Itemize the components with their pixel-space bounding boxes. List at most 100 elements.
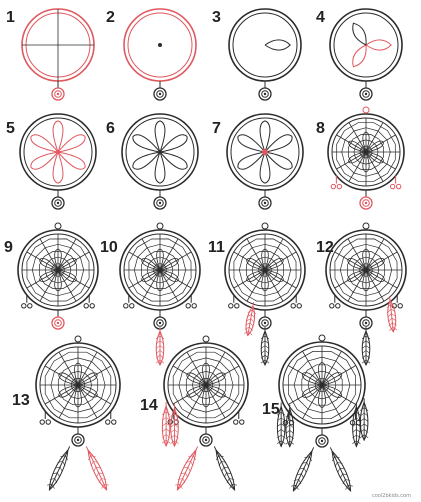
web-spoke [366,135,395,152]
feather-icon [174,445,202,492]
web-spoke [234,270,265,288]
web-spoke [58,270,89,288]
bead-icon [264,322,266,324]
bead-icon [264,93,266,95]
side-bead [396,184,400,188]
side-bead [291,304,295,308]
web-spoke [234,252,265,270]
hanging-loop [203,336,209,342]
bead-icon [57,202,59,204]
web-spoke [27,252,58,270]
feather-quill [293,447,313,491]
center-dot [262,149,268,155]
step-number: 6 [106,120,115,137]
web-spoke [129,252,160,270]
feather-icon [362,327,370,365]
step-number: 4 [316,9,325,26]
side-bead [112,420,116,424]
step-drawing: 2 [106,9,196,100]
step-drawing: 13 [12,336,120,492]
bead-icon [365,322,367,324]
side-bead [235,304,239,308]
bead-icon [264,202,266,204]
web-spoke [288,366,322,386]
bead-icon [159,322,161,324]
bead-icon [365,93,367,95]
step-drawing: 3 [212,9,301,100]
bead-icon [365,202,367,204]
petal [53,152,63,183]
side-bead [240,420,244,424]
step-number: 10 [100,239,118,256]
step-number: 3 [212,9,221,26]
web-spoke [265,270,296,288]
hanging-loop [55,223,61,229]
feather-quill [177,446,197,490]
web-spoke [45,385,78,404]
hanging-loop [319,335,325,341]
web-spoke [173,366,206,385]
step-drawing: 15 [262,335,368,493]
side-bead [130,304,134,308]
side-bead [297,304,301,308]
web-spoke [160,252,191,270]
bead-icon [57,93,59,95]
step-number: 2 [106,9,115,26]
side-bead [106,420,110,424]
step-number: 11 [208,239,225,256]
bead-icon [321,440,323,442]
hanging-loop [157,223,163,229]
step-number: 7 [212,120,221,137]
step-drawing: 14 [140,336,248,492]
bead-icon [159,202,161,204]
step-drawing: 7 [212,114,303,209]
side-bead [337,184,341,188]
side-bead [229,304,233,308]
feather-icon [156,327,164,365]
petal [260,121,270,152]
feather-icon [327,446,355,493]
side-bead [390,184,394,188]
petal [260,152,270,183]
web-spoke [335,252,366,270]
step-number: 14 [140,397,158,414]
step-drawing: 6 [106,114,198,209]
feather-icon [211,445,239,492]
side-bead [330,304,334,308]
side-bead [331,184,335,188]
web-spoke [58,252,89,270]
center-dot [158,43,162,47]
bead-icon [77,439,79,441]
step-drawing: 1 [6,9,94,100]
step-number: 13 [12,392,30,409]
side-bead [192,304,196,308]
step-drawing: 5 [6,114,96,209]
web-spoke [337,135,366,152]
side-bead [90,304,94,308]
petal [353,23,366,45]
web-spoke [337,152,366,169]
web-spoke [129,270,160,288]
step-drawing: 12 [316,223,406,365]
petal [366,40,391,50]
hanging-loop [262,223,268,229]
feather-icon [360,398,368,440]
step-drawing: 11 [208,223,305,365]
web-spoke [335,270,366,288]
hanging-loop [75,336,81,342]
web-spoke [366,270,397,288]
hanging-loop [363,223,369,229]
side-bead [40,420,44,424]
web-spoke [27,270,58,288]
step-drawing: 8 [316,107,404,209]
step-number: 15 [262,401,280,418]
web-spoke [78,366,111,385]
petal [53,121,63,152]
side-bead [124,304,128,308]
feather-icon [46,445,74,492]
step-number: 1 [6,9,15,26]
step-drawing: 10 [100,223,200,365]
petal [155,152,165,183]
